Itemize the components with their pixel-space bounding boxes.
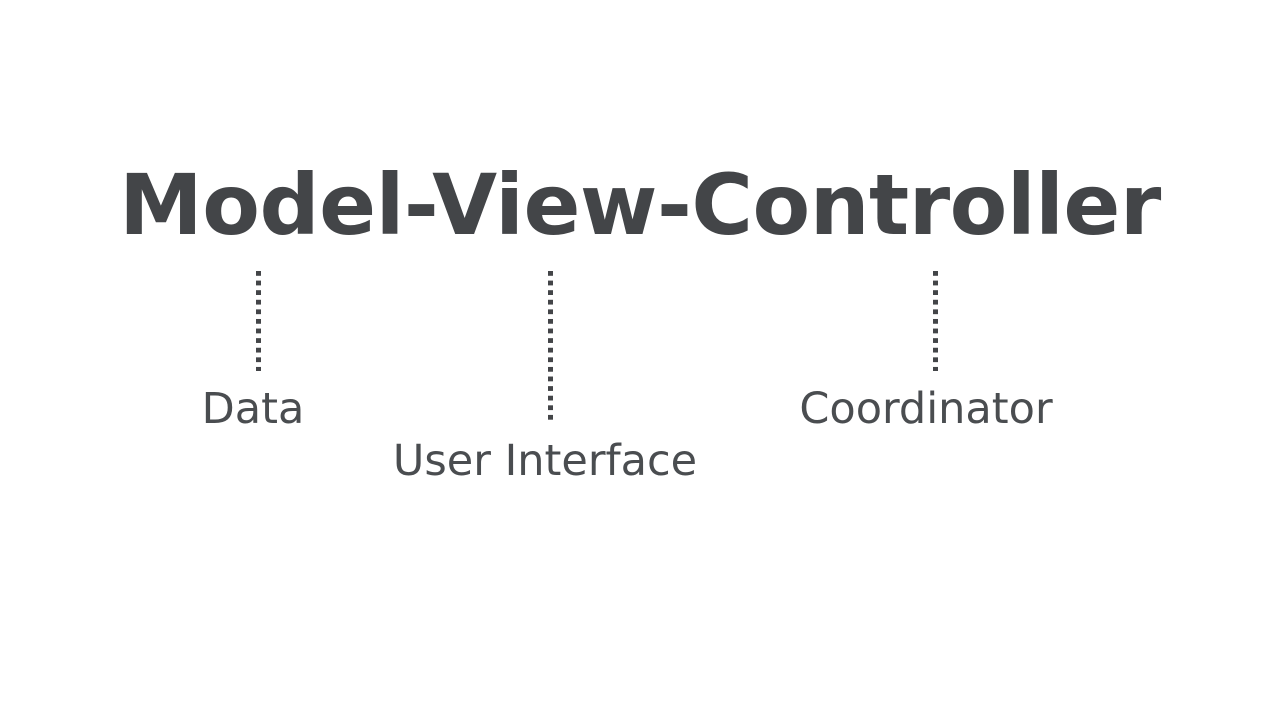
dotted-leader-line-view <box>548 271 553 423</box>
dotted-leader-line-controller <box>933 271 938 371</box>
page-title: Model-View-Controller <box>119 156 1161 254</box>
annotation-label-controller: Coordinator <box>799 384 1053 434</box>
annotation-label-model: Data <box>201 384 305 434</box>
annotation-label-view: User Interface <box>392 436 698 486</box>
dotted-leader-line-model <box>256 271 261 371</box>
